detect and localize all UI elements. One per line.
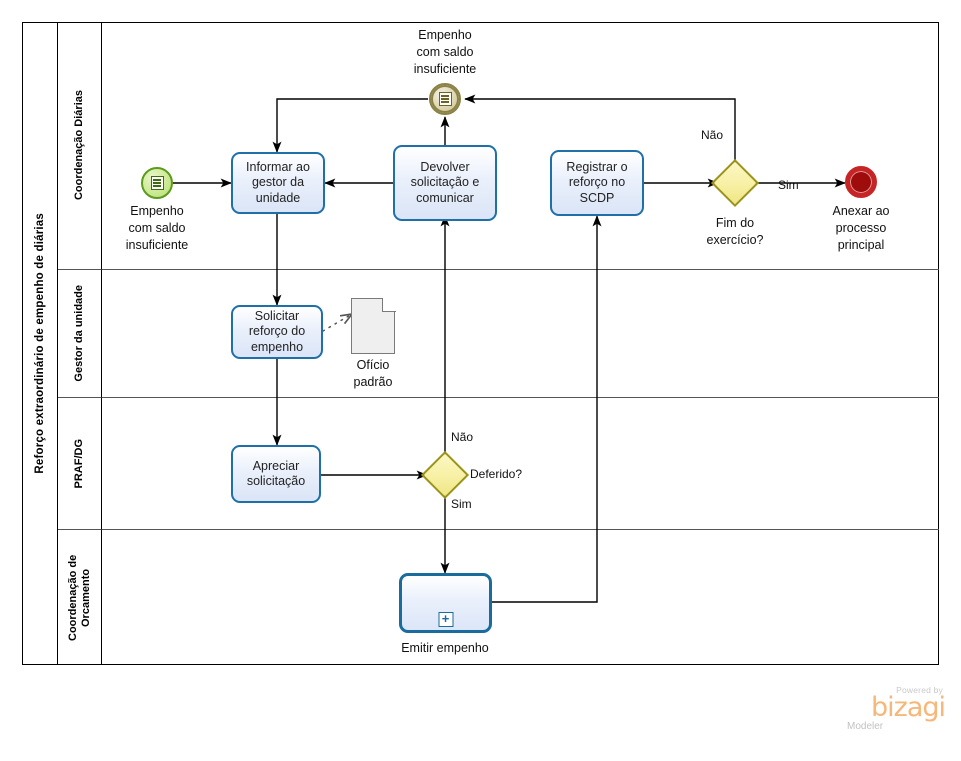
pool-title: Reforço extraordinário de empenho de diá… xyxy=(22,22,58,665)
bizagi-branding: Powered by bizagi Modeler xyxy=(845,685,946,733)
subprocess-emitir-empenho[interactable]: + xyxy=(399,573,492,633)
process-pool xyxy=(22,22,939,665)
flow-label-deferido-nao: Não xyxy=(451,430,474,444)
lane-header-coordenacao-de-orcamento: Coordenação de Orcamento xyxy=(58,530,102,665)
lane-header-coordenacao-diarias: Coordenação Diárias xyxy=(58,22,102,270)
message-icon xyxy=(438,92,452,106)
data-object-label: Ofício padrão xyxy=(353,358,393,389)
data-object-oficio-padrao[interactable] xyxy=(351,297,396,354)
bizagi-edition-label: Modeler xyxy=(847,721,884,732)
message-icon xyxy=(150,176,164,190)
gateway-fim-label: Fim do exercício? xyxy=(706,216,764,247)
flow-emitir-to-registrar xyxy=(492,215,602,603)
end-event[interactable] xyxy=(845,166,877,198)
task-informar-ao-gestor[interactable]: Informar ao gestor da unidade xyxy=(231,152,325,214)
lane-body-gestor-da-unidade xyxy=(102,270,939,398)
start-event-label: Empenho com saldo insuficiente xyxy=(125,204,189,252)
flow-label-fim-sim: Sim xyxy=(778,178,799,192)
plus-icon: + xyxy=(438,612,453,627)
lane-header-gestor-da-unidade: Gestor da unidade xyxy=(58,270,102,398)
task-registrar-reforco-scdp[interactable]: Registrar o reforço no SCDP xyxy=(550,150,644,216)
powered-by-label: Powered by xyxy=(896,685,943,695)
flow-fim-nao-to-intermediate xyxy=(464,94,736,166)
task-devolver-solicitacao[interactable]: Devolver solicitação e comunicar xyxy=(393,145,497,221)
flow-label-fim-nao: Não xyxy=(701,128,724,142)
end-event-label: Anexar ao processo principal xyxy=(832,204,890,252)
intermediate-event-inner-ring xyxy=(431,85,459,113)
intermediate-event-label: Empenho com saldo insuficiente xyxy=(413,28,477,76)
subprocess-label: Emitir empenho xyxy=(401,641,489,655)
bizagi-wordmark: bizagi xyxy=(871,692,946,723)
intermediate-message-event[interactable] xyxy=(429,83,461,115)
lane-body-praf-dg xyxy=(102,398,939,530)
gateway-deferido-label: Deferido? xyxy=(470,467,523,481)
start-message-event[interactable] xyxy=(141,167,173,199)
flow-label-deferido-sim: Sim xyxy=(451,497,472,511)
task-solicitar-reforco[interactable]: Solicitar reforço do empenho xyxy=(231,305,323,359)
lane-header-praf-dg: PRAF/DG xyxy=(58,398,102,530)
task-apreciar-solicitacao[interactable]: Apreciar solicitação xyxy=(231,445,321,503)
lane-body-coordenacao-diarias xyxy=(102,22,939,270)
association-solicitar-to-oficio xyxy=(322,314,352,332)
flow-intermediate-to-informar xyxy=(272,98,428,153)
